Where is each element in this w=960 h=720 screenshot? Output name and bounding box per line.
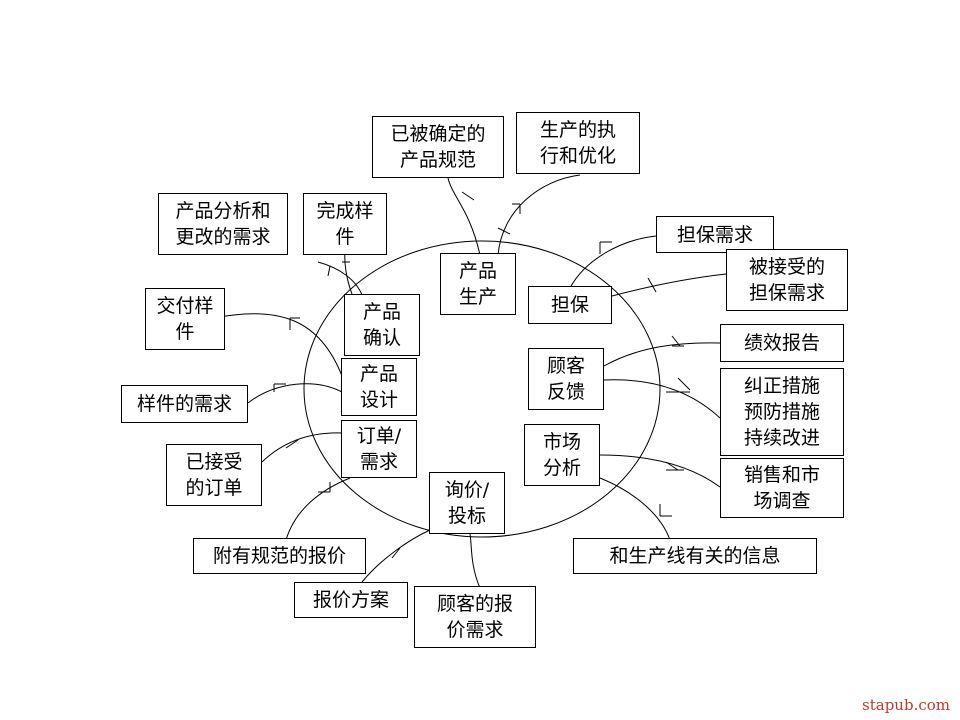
- node-label: 报价方案: [312, 589, 389, 611]
- node-label: 持续改进: [743, 427, 820, 449]
- link-analysis-to-confirmation: [317, 261, 363, 296]
- node-label: 被接受的: [748, 256, 825, 278]
- node-label: 生产的执: [539, 119, 616, 141]
- node-label: 产品: [359, 363, 398, 385]
- node-quote-plan: 报价方案: [294, 582, 408, 618]
- node-sales-market-research: 销售和市 场调查: [720, 458, 844, 518]
- link-report-to-feedback: [603, 342, 721, 367]
- link-sales-to-market: [599, 454, 721, 488]
- link-feedback-to-corrective: [603, 379, 721, 419]
- link-confirmation-to-sample: [344, 249, 353, 295]
- node-inquiry-bid: 询价/ 投标: [429, 472, 505, 534]
- node-accepted-guarantee-need: 被接受的 担保需求: [726, 249, 848, 311]
- node-label: 反馈: [546, 381, 585, 403]
- node-label: 确认: [362, 327, 401, 349]
- node-product-production: 产品 生产: [440, 253, 516, 315]
- node-label: 设计: [359, 389, 398, 411]
- node-label: 投标: [447, 505, 486, 527]
- node-analysis-change-need: 产品分析和 更改的需求: [158, 193, 288, 255]
- node-label: 已被确定的: [390, 123, 486, 145]
- link-deliver-to-design: [213, 313, 343, 377]
- node-label: 的订单: [185, 477, 243, 499]
- node-label: 件: [335, 226, 355, 248]
- node-label: 分析: [542, 457, 581, 479]
- node-label: 生产: [458, 286, 497, 308]
- node-finished-sample: 完成样 件: [303, 193, 387, 255]
- link-inquiry-to-plan: [361, 529, 431, 583]
- node-label: 产品: [362, 301, 401, 323]
- node-label: 产品: [458, 260, 497, 282]
- node-label: 完成样: [316, 200, 374, 222]
- process-ellipse: [303, 240, 661, 538]
- node-quote-with-spec: 附有规范的报价: [193, 538, 366, 574]
- node-label: 需求: [359, 451, 398, 473]
- node-label: 顾客: [546, 355, 585, 377]
- node-label: 产品规范: [399, 149, 476, 171]
- link-guarantee-to-need: [569, 235, 657, 289]
- node-sample-need: 样件的需求: [121, 385, 248, 423]
- node-accepted-order: 已接受 的订单: [166, 444, 262, 506]
- node-label: 市场: [542, 431, 581, 453]
- node-label: 绩效报告: [743, 332, 820, 354]
- node-label: 件: [175, 321, 195, 343]
- node-label: 询价/: [444, 479, 490, 501]
- node-order-demand: 订单/ 需求: [341, 420, 417, 478]
- node-market-analysis: 市场 分析: [524, 424, 600, 486]
- node-label: 更改的需求: [175, 226, 271, 248]
- watermark-text: stapub.com: [862, 696, 950, 714]
- node-label: 已接受: [185, 451, 243, 473]
- link-order-to-accepted: [261, 432, 343, 463]
- node-label: 附有规范的报价: [212, 545, 346, 567]
- arrow-ticks: [273, 191, 691, 559]
- node-label: 预防措施: [743, 401, 820, 423]
- node-label: 销售和市: [743, 464, 820, 486]
- node-label: 样件的需求: [136, 393, 232, 415]
- link-need-to-design: [247, 383, 343, 404]
- node-label: 行和优化: [539, 145, 616, 167]
- node-guarantee-need: 担保需求: [656, 216, 774, 253]
- node-label: 担保需求: [748, 282, 825, 304]
- node-label: 顾客的报: [436, 593, 513, 615]
- node-label: 担保: [550, 294, 589, 316]
- node-label: 场调查: [753, 490, 811, 512]
- node-label: 纠正措施: [743, 375, 820, 397]
- node-customer-quote-need: 顾客的报 价需求: [414, 586, 536, 648]
- node-label: 产品分析和: [175, 200, 271, 222]
- link-quote-to-order: [285, 477, 351, 541]
- link-market-to-lineinfo: [599, 477, 671, 541]
- node-product-design: 产品 设计: [341, 358, 417, 416]
- node-performance-report: 绩效报告: [720, 324, 844, 362]
- node-label: 价需求: [446, 619, 504, 641]
- link-need-to-inquiry: [469, 533, 481, 589]
- link-production-to-execution: [497, 174, 581, 256]
- node-label: 和生产线有关的信息: [609, 545, 781, 567]
- node-customer-feedback: 顾客 反馈: [528, 348, 604, 410]
- node-deliver-sample: 交付样 件: [145, 288, 225, 350]
- link-spec-to-production: [447, 177, 481, 256]
- node-corrective-actions: 纠正措施 预防措施 持续改进: [720, 368, 844, 456]
- node-label: 订单/: [356, 425, 402, 447]
- node-label: 担保需求: [676, 223, 753, 246]
- node-confirmed-spec: 已被确定的 产品规范: [372, 116, 504, 178]
- node-guarantee: 担保: [528, 286, 612, 324]
- node-production-line-info: 和生产线有关的信息: [573, 538, 817, 574]
- node-execution-optimization: 生产的执 行和优化: [516, 112, 640, 174]
- node-label: 交付样: [156, 295, 214, 317]
- link-guarantee-to-accepted: [611, 273, 727, 297]
- node-product-confirmation: 产品 确认: [344, 294, 420, 356]
